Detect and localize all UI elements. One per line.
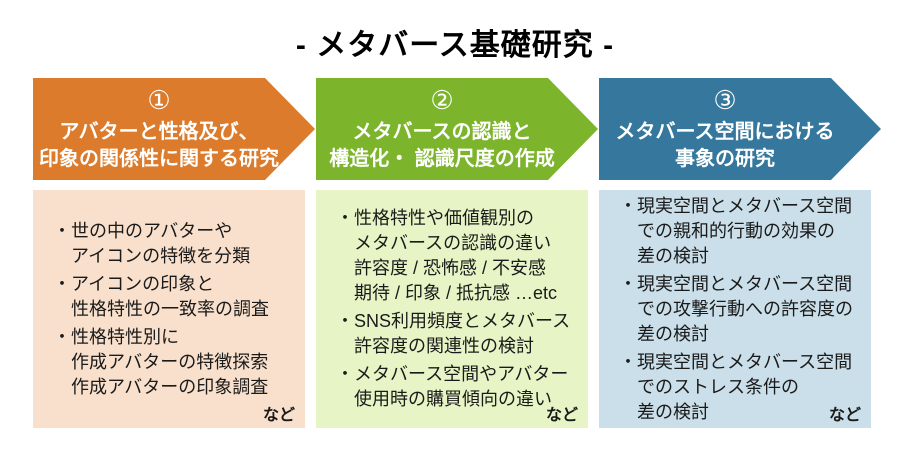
bullet-line: 許容度 / 恐怖感 / 不安感 bbox=[354, 258, 547, 278]
bullet-line: ・メタバース空間やアバター bbox=[336, 364, 569, 384]
stage-detail-box-3: ・現実空間とメタバース空間での親和的行動の効果の差の検討・現実空間とメタバース空… bbox=[599, 190, 871, 428]
bullet-line: でのストレス条件の bbox=[637, 376, 799, 397]
stage-column-1: ① アバターと性格及び、 印象の関係性に関する研究 ・世の中のアバターやアイコン… bbox=[33, 78, 315, 428]
bullet-item: ・SNS利用頻度とメタバース許容度の関連性の検討 bbox=[336, 309, 576, 359]
bullet-line: ・現実空間とメタバース空間 bbox=[619, 351, 853, 372]
stage-heading-3: メタバース空間における 事象の研究 bbox=[616, 119, 835, 173]
stage-column-2: ② メタバースの認識と 構造化・ 認識尺度の作成 ・性格特性や価値観別のメタバー… bbox=[316, 78, 598, 428]
bullet-list-1: ・世の中のアバターやアイコンの特徴を分類・アイコンの印象と性格特性の一致率の調査… bbox=[53, 216, 293, 403]
stage-heading-line: 事象の研究 bbox=[675, 147, 775, 170]
stage-heading-1: アバターと性格及び、 印象の関係性に関する研究 bbox=[39, 119, 279, 173]
bullet-line: ・世の中のアバターや bbox=[53, 220, 233, 241]
bullet-line: 許容度の関連性の検討 bbox=[354, 336, 534, 356]
stage-arrow-2: ② メタバースの認識と 構造化・ 認識尺度の作成 bbox=[316, 78, 598, 180]
bullet-line: ・SNS利用頻度とメタバース bbox=[336, 311, 571, 331]
stages-row: ① アバターと性格及び、 印象の関係性に関する研究 ・世の中のアバターやアイコン… bbox=[33, 78, 881, 428]
bullet-line: ・現実空間とメタバース空間 bbox=[619, 273, 853, 294]
bullet-line: 差の検討 bbox=[637, 245, 709, 266]
etc-label: など bbox=[828, 407, 861, 424]
stage-detail-box-1: ・世の中のアバターやアイコンの特徴を分類・アイコンの印象と性格特性の一致率の調査… bbox=[33, 190, 305, 428]
stage-heading-line: 印象の関係性に関する研究 bbox=[39, 147, 279, 170]
page-title: - メタバース基礎研究 - bbox=[295, 29, 615, 62]
bullet-item: ・現実空間とメタバース空間での親和的行動の効果の差の検討 bbox=[619, 194, 859, 269]
bullet-line: アイコンの特徴を分類 bbox=[71, 245, 251, 266]
stage-detail-box-2: ・性格特性や価値観別のメタバースの認識の違い許容度 / 恐怖感 / 不安感期待 … bbox=[316, 190, 588, 428]
stage-heading-line: メタバース空間における bbox=[615, 120, 835, 143]
bullet-line: 差の検討 bbox=[637, 401, 709, 422]
stage-arrow-1: ① アバターと性格及び、 印象の関係性に関する研究 bbox=[33, 78, 315, 180]
bullet-item: ・アイコンの印象と性格特性の一致率の調査 bbox=[53, 272, 293, 322]
bullet-item: ・現実空間とメタバース空間でのストレス条件の差の検討 bbox=[619, 350, 859, 425]
bullet-line: ・性格特性別に bbox=[53, 326, 179, 347]
bullet-line: ・性格特性や価値観別の bbox=[336, 208, 534, 228]
bullet-line: 作成アバターの特徴探索 bbox=[71, 351, 269, 372]
etc-label: など bbox=[545, 407, 578, 424]
bullet-line: 性格特性の一致率の調査 bbox=[71, 298, 269, 319]
stage-heading-line: メタバースの認識と bbox=[352, 120, 532, 143]
bullet-item: ・世の中のアバターやアイコンの特徴を分類 bbox=[53, 219, 293, 269]
stage-column-3: ③ メタバース空間における 事象の研究 ・現実空間とメタバース空間での親和的行動… bbox=[599, 78, 881, 428]
bullet-item: ・現実空間とメタバース空間での攻撃行動への許容度の差の検討 bbox=[619, 272, 859, 347]
stage-heading-2: メタバースの認識と 構造化・ 認識尺度の作成 bbox=[329, 119, 555, 173]
bullet-line: ・アイコンの印象と bbox=[53, 273, 215, 294]
stage-heading-line: 構造化・ 認識尺度の作成 bbox=[329, 147, 555, 170]
bullet-item: ・性格特性や価値観別のメタバースの認識の違い許容度 / 恐怖感 / 不安感期待 … bbox=[336, 206, 576, 306]
bullet-line: での親和的行動の効果の bbox=[637, 220, 835, 241]
bullet-line: ・現実空間とメタバース空間 bbox=[619, 195, 853, 216]
stage-number-3: ③ bbox=[713, 84, 737, 115]
bullet-item: ・性格特性別に作成アバターの特徴探索作成アバターの印象調査 bbox=[53, 325, 293, 400]
bullet-line: 作成アバターの印象調査 bbox=[71, 376, 269, 397]
stage-heading-line: アバターと性格及び、 bbox=[59, 120, 259, 143]
bullet-item: ・メタバース空間やアバター使用時の購買傾向の違い bbox=[336, 362, 576, 412]
bullet-line: での攻撃行動への許容度の bbox=[637, 298, 853, 319]
stage-arrow-3: ③ メタバース空間における 事象の研究 bbox=[599, 78, 881, 180]
bullet-line: メタバースの認識の違い bbox=[354, 233, 552, 253]
bullet-line: 差の検討 bbox=[637, 323, 709, 344]
bullet-line: 期待 / 印象 / 抵抗感 …etc bbox=[354, 283, 558, 303]
stage-number-1: ① bbox=[147, 84, 171, 115]
stage-number-2: ② bbox=[430, 84, 454, 115]
bullet-list-3: ・現実空間とメタバース空間での親和的行動の効果の差の検討・現実空間とメタバース空… bbox=[619, 191, 859, 428]
bullet-line: 使用時の購買傾向の違い bbox=[354, 389, 552, 409]
etc-label: など bbox=[262, 407, 295, 424]
bullet-list-2: ・性格特性や価値観別のメタバースの認識の違い許容度 / 恐怖感 / 不安感期待 … bbox=[336, 203, 576, 415]
